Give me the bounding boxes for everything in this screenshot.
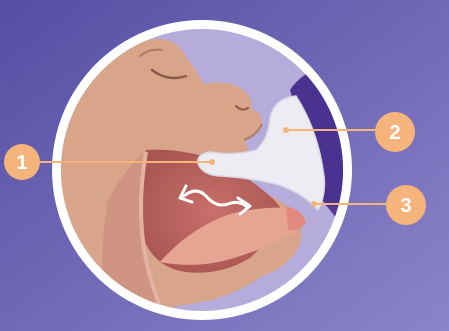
callout-badge-2: 2 [375,112,415,152]
callout-dot-3 [311,201,317,207]
callout-number-2: 2 [389,122,400,144]
callout-badge-3: 3 [386,185,426,225]
callout-dot-1 [209,159,215,165]
callout-badge-1: 1 [4,144,40,180]
callout-number-3: 3 [400,195,411,217]
callout-dot-2 [283,127,289,133]
callout-number-1: 1 [16,152,27,174]
